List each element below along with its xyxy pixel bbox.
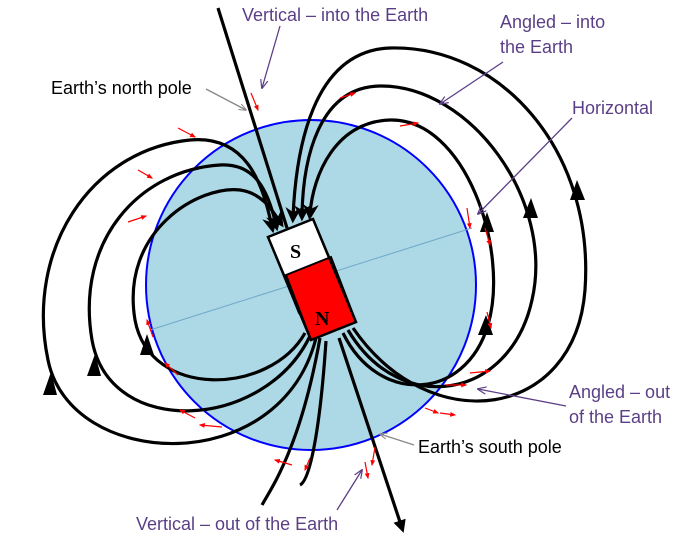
label-angled-out-line2: of the Earth bbox=[569, 407, 662, 427]
label-angled-into-line1: Angled – into bbox=[500, 12, 605, 32]
magnet-north-label: N bbox=[315, 308, 330, 330]
field-line-l3 bbox=[41, 138, 318, 446]
field-line-r2 bbox=[294, 84, 538, 389]
field-line-l1 bbox=[131, 188, 307, 382]
field-lines bbox=[41, 46, 588, 506]
label-angled-out-line1: Angled – out bbox=[569, 382, 670, 402]
label-pointers bbox=[205, 25, 573, 511]
axis-line-south bbox=[337, 337, 406, 533]
label-south-pole: Earth’s south pole bbox=[418, 437, 562, 457]
label-north-pole: Earth’s north pole bbox=[51, 78, 192, 98]
label-vertical-into: Vertical – into the Earth bbox=[242, 5, 428, 25]
field-line-r3 bbox=[285, 46, 588, 403]
field-line-l5 bbox=[260, 337, 322, 506]
label-vertical-out: Vertical – out of the Earth bbox=[136, 514, 338, 534]
label-angled-into-line2: the Earth bbox=[500, 37, 573, 57]
axis-line-north bbox=[216, 7, 289, 229]
label-horizontal: Horizontal bbox=[572, 98, 653, 118]
bar-magnet: S N bbox=[266, 217, 358, 342]
magnet-south-label: S bbox=[290, 241, 301, 263]
field-line-l2 bbox=[87, 163, 312, 413]
compass-arrows bbox=[127, 92, 493, 480]
field-line-l4 bbox=[298, 340, 328, 487]
